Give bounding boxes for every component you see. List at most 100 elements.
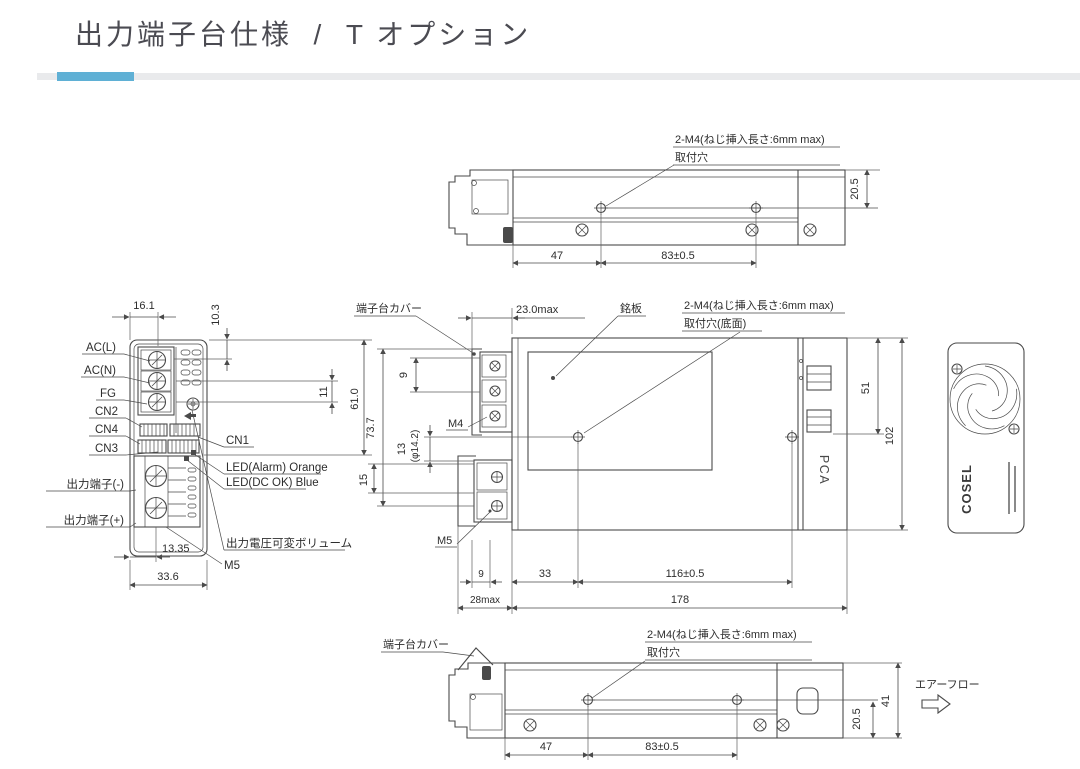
fan-end-view: COSEL bbox=[947, 342, 1025, 534]
nameplate-label: 銘板 bbox=[620, 301, 642, 315]
dim-83: 83±0.5 bbox=[645, 741, 679, 753]
dim-41: 41 bbox=[880, 695, 892, 707]
fine-print-line bbox=[1014, 466, 1016, 512]
bottom-side-view: 端子台カバー 2-M4(ねじ挿入長さ:6mm max) 取付穴 47 83±0.… bbox=[381, 627, 980, 760]
dim-73-7: 73.7 bbox=[365, 417, 377, 438]
bottom-view-body-outline bbox=[504, 662, 844, 739]
label-cn4: CN4 bbox=[95, 424, 119, 436]
dim-20-5: 20.5 bbox=[851, 708, 863, 729]
dim-phi-14-2: (φ14.2) bbox=[410, 430, 421, 463]
plan-view-body-outline bbox=[511, 337, 848, 531]
dim-13-35: 13.35 bbox=[162, 543, 190, 555]
label-output-minus: 出力端子(-) bbox=[67, 477, 125, 491]
dim-83: 83±0.5 bbox=[661, 250, 695, 262]
dim-13: 13 bbox=[396, 443, 408, 455]
dim-10-3: 10.3 bbox=[210, 304, 222, 325]
bottom-view-hinge bbox=[482, 666, 491, 680]
case-screw bbox=[776, 718, 790, 732]
voltage-adjust-potentiometer bbox=[186, 397, 200, 411]
mounting-note-line1: 2-M4(ねじ挿入長さ:6mm max) bbox=[684, 298, 834, 312]
fan-end-outline bbox=[947, 342, 1025, 534]
dim-47: 47 bbox=[540, 741, 552, 753]
label-voltage-adjust: 出力電圧可変ボリューム bbox=[226, 536, 352, 550]
label-led-dcok: LED(DC OK) Blue bbox=[226, 477, 319, 489]
dim-9-bottom: 9 bbox=[478, 569, 484, 580]
case-screw bbox=[753, 718, 767, 732]
top-view-hinge bbox=[503, 227, 513, 243]
dim-178: 178 bbox=[671, 594, 689, 606]
nameplate bbox=[527, 351, 713, 471]
dim-33-6: 33.6 bbox=[157, 571, 178, 583]
dim-102: 102 bbox=[884, 427, 896, 445]
front-view-body-outline bbox=[129, 339, 208, 557]
mounting-hole bbox=[594, 201, 608, 215]
label-output-plus: 出力端子(+) bbox=[64, 513, 125, 527]
fan-screw bbox=[1008, 423, 1020, 435]
case-screw bbox=[575, 223, 589, 237]
mounting-note-line1: 2-M4(ねじ挿入長さ:6mm max) bbox=[647, 627, 797, 641]
case-screw bbox=[745, 223, 759, 237]
terminal-cover-label: 端子台カバー bbox=[383, 637, 449, 651]
airflow-label: エアーフロー bbox=[915, 679, 980, 691]
label-cn2: CN2 bbox=[95, 406, 118, 418]
dim-16-1: 16.1 bbox=[133, 300, 154, 312]
cn-connectors bbox=[137, 423, 201, 454]
label-m5: M5 bbox=[224, 560, 240, 572]
vent-slots-upper bbox=[180, 349, 202, 386]
label-cn1: CN1 bbox=[226, 435, 249, 447]
dim-51: 51 bbox=[860, 382, 872, 394]
dim-15: 15 bbox=[358, 474, 370, 486]
title-rule bbox=[37, 73, 1080, 80]
airflow-arrow-icon bbox=[921, 693, 951, 715]
mounting-hole bbox=[785, 430, 799, 444]
title-rule-accent bbox=[57, 72, 134, 81]
fine-print-line bbox=[1008, 462, 1010, 514]
fan-icon bbox=[949, 363, 1021, 435]
front-view: AC(L) AC(N) FG CN2 CN4 CN3 出力端子(-) 出力端子(… bbox=[46, 300, 372, 590]
mounting-note-line2: 取付穴 bbox=[675, 150, 708, 164]
polarity-arrow-icon bbox=[184, 412, 191, 420]
mounting-hole bbox=[749, 201, 763, 215]
dim-20-5: 20.5 bbox=[849, 178, 861, 199]
cover-flap bbox=[457, 647, 494, 671]
label-ac-l: AC(L) bbox=[86, 342, 116, 354]
dim-28max: 28max bbox=[470, 595, 500, 606]
output-terminal-block bbox=[133, 455, 201, 528]
dim-9-left: 9 bbox=[398, 372, 410, 378]
top-view-cover-profile bbox=[448, 169, 513, 246]
brand-logo: COSEL bbox=[959, 464, 974, 514]
case-screw bbox=[803, 223, 817, 237]
mounting-note-line1: 2-M4(ねじ挿入長さ:6mm max) bbox=[675, 132, 825, 146]
case-screw bbox=[523, 718, 537, 732]
mounting-hole bbox=[730, 693, 744, 707]
ac-input-terminal-block bbox=[137, 346, 175, 416]
handle-cutout bbox=[796, 687, 819, 715]
bottom-view-cover-profile bbox=[448, 662, 505, 739]
terminal-cover-label: 端子台カバー bbox=[356, 301, 422, 315]
led-alarm bbox=[191, 450, 196, 455]
label-m4: M4 bbox=[448, 418, 463, 430]
mounting-hole bbox=[571, 430, 585, 444]
top-side-view: 2-M4(ねじ挿入長さ:6mm max) 取付穴 47 83±0.5 20.5 bbox=[448, 132, 880, 268]
fan-screw bbox=[951, 363, 963, 375]
mounting-hole bbox=[581, 693, 595, 707]
dim-116: 116±0.5 bbox=[666, 568, 705, 580]
label-ac-n: AC(N) bbox=[84, 365, 116, 377]
mounting-note-line2: 取付穴(底面) bbox=[684, 316, 746, 330]
body-marking-pca: PCA bbox=[817, 455, 831, 485]
led-dc-ok bbox=[184, 456, 189, 461]
page-title: 出力端子台仕様 / T オプション bbox=[75, 19, 532, 50]
label-fg: FG bbox=[100, 388, 116, 400]
top-view-body-outline bbox=[512, 169, 846, 246]
dim-11: 11 bbox=[318, 386, 330, 397]
dim-33: 33 bbox=[539, 568, 551, 580]
dim-47: 47 bbox=[551, 250, 563, 262]
label-m5: M5 bbox=[437, 535, 452, 547]
plan-view: 端子台カバー 23.0max 銘板 2-M4(ねじ挿入長さ:6mm max) 取… bbox=[354, 298, 908, 614]
label-cn3: CN3 bbox=[95, 443, 118, 455]
mounting-note-line2: 取付穴 bbox=[647, 645, 680, 659]
label-led-alarm: LED(Alarm) Orange bbox=[226, 462, 328, 474]
m5-terminal-block bbox=[457, 455, 513, 527]
